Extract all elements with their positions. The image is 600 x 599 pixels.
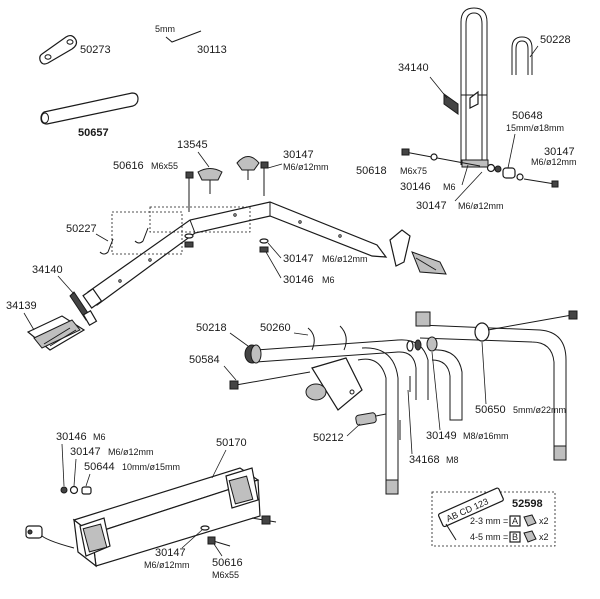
label-30147-mid-spec: M6/ø12mm	[283, 162, 329, 172]
part-upright-loop	[460, 7, 489, 168]
hook-guide-mid	[149, 206, 251, 233]
label-50648: 50648	[512, 110, 543, 122]
label-52598: 52598	[512, 498, 543, 510]
label-50644: 50644	[84, 461, 115, 473]
part-30113-hex-key	[165, 30, 202, 43]
label-50648-spec: 15mm/ø18mm	[506, 123, 564, 133]
label-30147-right2-spec: M6/ø12mm	[458, 201, 504, 211]
part-lamp-right	[225, 467, 259, 509]
part-50212-pin	[355, 412, 387, 426]
part-50218-cap	[244, 344, 262, 364]
label-30147-mid: 30147	[283, 149, 314, 161]
part-50618-bolt	[401, 148, 502, 173]
part-34168-bolt	[399, 376, 411, 440]
label-50218: 50218	[196, 322, 227, 334]
label-50616-mid: 50616	[113, 160, 144, 172]
part-34139-pad	[26, 315, 86, 351]
part-50227-hooks	[99, 227, 149, 255]
legend-row1-letter: A	[512, 516, 518, 526]
part-34140-top-bracket	[443, 90, 479, 115]
label-30147-mid2: 30147	[283, 253, 314, 265]
label-34168: 34168	[409, 454, 440, 466]
part-cable-plug	[25, 525, 75, 549]
label-30146-right: 30146	[400, 181, 431, 193]
part-long-bolt-right	[487, 310, 578, 331]
part-main-bar	[82, 201, 388, 309]
label-50227: 50227	[66, 223, 97, 235]
label-50618: 50618	[356, 165, 387, 177]
label-30147-right2: 30147	[416, 200, 447, 212]
label-30146-bot: 30146	[56, 431, 87, 443]
part-50228-clip	[511, 36, 533, 75]
part-34140-left-bracket	[69, 291, 98, 327]
legend-52598: 52598 AB CD 123 2-3 mm = A x2 4-5 mm = B…	[431, 487, 556, 547]
label-50616-mid-spec: M6x55	[151, 161, 178, 171]
part-30147-bolt-mid	[259, 161, 269, 253]
part-50648-spacer	[502, 167, 559, 188]
label-50618-spec: M6x75	[400, 166, 427, 176]
label-30146-mid-spec: M6	[322, 275, 335, 285]
label-50228: 50228	[540, 34, 571, 46]
label-50616-bot-spec: M6x55	[212, 570, 239, 580]
label-30147-bot2-spec: M6/ø12mm	[144, 560, 190, 570]
label-30147-bot-spec: M6/ø12mm	[108, 447, 154, 457]
label-50650-spec: 5mm/ø22mm	[513, 405, 566, 415]
label-30149-spec: M8/ø16mm	[463, 431, 509, 441]
label-50260: 50260	[260, 322, 291, 334]
label-30147-right: 30147	[544, 146, 575, 158]
label-34140-left: 34140	[32, 264, 63, 276]
part-right-clamp	[389, 229, 447, 275]
label-30113-size: 5mm	[155, 24, 175, 34]
legend-row1-label: 2-3 mm =	[470, 516, 508, 526]
label-34139: 34139	[6, 300, 37, 312]
label-30147-bot: 30147	[70, 446, 101, 458]
label-30146-mid: 30146	[283, 274, 314, 286]
label-50273: 50273	[80, 44, 111, 56]
legend-row2-label: 4-5 mm =	[470, 532, 508, 542]
label-30113: 30113	[197, 44, 227, 56]
label-50644-spec: 10mm/ø15mm	[122, 462, 180, 472]
part-50260-clip	[307, 325, 347, 351]
label-50212: 50212	[313, 432, 344, 444]
part-lower-frame	[255, 311, 567, 495]
label-30146-bot-spec: M6	[93, 432, 106, 442]
label-34168-spec: M8	[446, 455, 459, 465]
label-50650: 50650	[475, 404, 506, 416]
part-30149-washers	[406, 322, 490, 352]
part-hitch-block	[305, 357, 363, 411]
legend-row1-qty: x2	[539, 516, 549, 526]
part-13545-knob	[197, 156, 260, 194]
part-50616-bolt	[185, 171, 194, 212]
label-30147-bot2: 30147	[155, 547, 186, 559]
label-30147-right-spec: M6/ø12mm	[531, 157, 577, 167]
spacer-b-icon	[523, 530, 537, 543]
label-50584: 50584	[189, 354, 220, 366]
label-50170: 50170	[216, 437, 247, 449]
part-50657-rod	[40, 92, 139, 125]
label-50616-bot: 50616	[212, 557, 243, 569]
part-50273-strap	[39, 34, 78, 65]
label-13545: 13545	[177, 139, 208, 151]
legend-row2-letter: B	[512, 532, 518, 542]
label-30147-mid2-spec: M6/ø12mm	[322, 254, 368, 264]
part-lamp-left	[79, 517, 111, 557]
legend-row2-qty: x2	[539, 532, 549, 542]
label-50657: 50657	[78, 127, 109, 139]
spacer-a-icon	[523, 514, 537, 527]
label-30146-right-spec: M6	[443, 182, 456, 192]
label-34140-top: 34140	[398, 62, 429, 74]
label-30149: 30149	[426, 430, 457, 442]
part-lamp-fasteners	[60, 485, 277, 547]
part-50584-bolt	[229, 371, 311, 390]
